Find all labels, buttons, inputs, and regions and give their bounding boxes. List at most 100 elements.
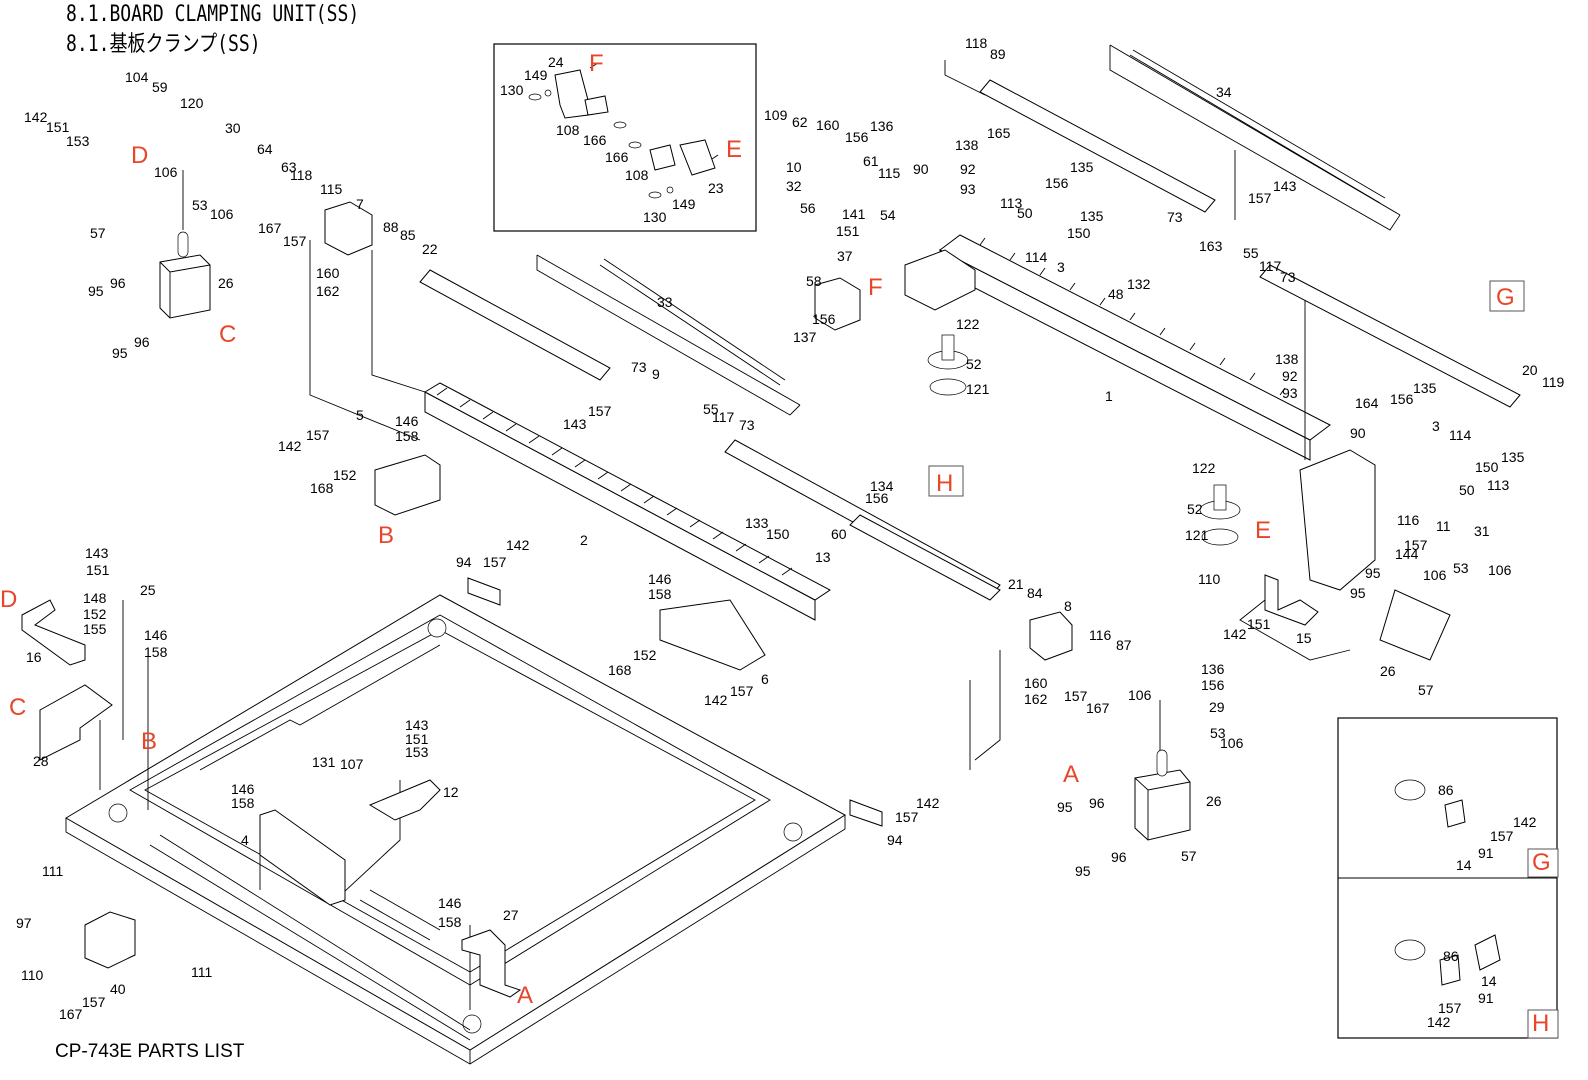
callout: 142 — [24, 109, 48, 125]
callout: 73 — [1280, 269, 1296, 285]
callout: 107 — [340, 756, 364, 772]
callout: 116 — [1397, 512, 1420, 528]
callout: 106 — [1128, 687, 1152, 703]
block-40-valve — [84, 911, 136, 969]
callout: 53 — [1453, 560, 1469, 576]
callout: 110 — [21, 967, 44, 983]
callout: 95 — [1075, 863, 1091, 879]
bracket-4 — [259, 809, 346, 906]
callout: 130 — [643, 209, 667, 225]
callout: 92 — [1282, 368, 1298, 384]
callout: 87 — [1116, 637, 1132, 653]
callout: 138 — [1275, 351, 1299, 367]
callout: 26 — [218, 275, 234, 291]
callout: 14 — [1481, 973, 1497, 989]
callout: 26 — [1380, 663, 1396, 679]
callout: 16 — [26, 649, 42, 665]
callout: 156 — [1201, 677, 1225, 693]
callout: 95 — [88, 283, 104, 299]
ref-letter-b: B — [378, 522, 394, 549]
callout: 142 — [916, 795, 940, 811]
ref-letter-g-inset: G — [1532, 849, 1551, 876]
ref-letter-b-plate: B — [141, 728, 157, 755]
callout: 158 — [395, 428, 419, 444]
callout: 135 — [1080, 208, 1104, 224]
callout: 150 — [766, 526, 790, 542]
callout: 122 — [1192, 460, 1216, 476]
callout: 143 — [85, 545, 109, 561]
callout: 142 — [1513, 814, 1537, 830]
callout: 141 — [842, 206, 866, 222]
block-6-clamp — [659, 599, 766, 671]
callout: 138 — [955, 137, 979, 153]
callout: 116 — [1089, 627, 1112, 643]
callout: 130 — [500, 82, 524, 98]
callout: 27 — [503, 907, 519, 923]
callout: 12 — [443, 784, 459, 800]
ref-letter-e-inset: E — [726, 136, 742, 163]
callout: 31 — [1474, 523, 1490, 539]
callout: 90 — [1350, 425, 1366, 441]
ref-letter-c: C — [219, 321, 236, 348]
callout: 143 — [405, 717, 429, 733]
page-title-japanese: 8.1.基板クランプ(SS) — [66, 32, 261, 57]
callout: 25 — [140, 582, 156, 598]
callout: 63 — [281, 159, 297, 175]
callout: 162 — [316, 283, 340, 299]
callout: 117 — [712, 409, 735, 425]
callout: 157 — [306, 427, 330, 443]
callout: 157 — [483, 554, 507, 570]
callout: 158 — [438, 914, 462, 930]
callout: 146 — [231, 781, 255, 797]
callout: 37 — [837, 248, 853, 264]
callout: 6 — [761, 671, 769, 687]
callout: 104 — [125, 69, 149, 85]
callout: 94 — [887, 832, 903, 848]
callout: 20 — [1522, 362, 1538, 378]
block-7 — [324, 201, 373, 256]
callout: 113 — [1000, 195, 1023, 211]
ref-letter-d: D — [131, 142, 148, 169]
footer-document-label: CP-743E PARTS LIST — [55, 1041, 245, 1062]
callout: 111 — [42, 863, 63, 879]
callout: 53 — [192, 197, 208, 213]
callout: 32 — [786, 178, 802, 194]
callout: 136 — [1201, 661, 1225, 677]
callout: 5 — [356, 407, 364, 423]
callout: 122 — [956, 316, 980, 332]
callout: 156 — [865, 490, 889, 506]
callout: 1 — [1105, 388, 1113, 404]
callout: 57 — [1418, 682, 1434, 698]
callout: 157 — [1438, 1000, 1462, 1016]
callout: 118 — [965, 35, 988, 51]
callout: 165 — [987, 125, 1011, 141]
callout: 106 — [1423, 567, 1447, 583]
callout: 118 — [290, 167, 313, 183]
ref-box-h — [928, 465, 964, 497]
callout: 86 — [1443, 948, 1459, 964]
callout: 52 — [1187, 501, 1203, 517]
callout: 57 — [90, 225, 106, 241]
callout: 135 — [1501, 449, 1525, 465]
callout: 14 — [1456, 857, 1472, 873]
callout: 73 — [1167, 209, 1183, 225]
ref-letter-f-inset: F — [589, 50, 604, 77]
ref-box-h-inset — [1527, 1009, 1559, 1039]
callout: 96 — [110, 275, 126, 291]
callout: 90 — [913, 161, 929, 177]
callout: 84 — [1027, 585, 1043, 601]
callout: 40 — [110, 981, 126, 997]
callout: 167 — [1086, 700, 1110, 716]
callout: 92 — [960, 161, 976, 177]
callout: 55 — [703, 401, 719, 417]
reference-letters: D C F E B H F G E D C B A A G H — [0, 50, 1551, 1037]
callout: 157 — [588, 403, 612, 419]
ref-box-g-inset — [1527, 848, 1559, 878]
callout: 34 — [1216, 84, 1232, 100]
callout: 95 — [1057, 799, 1073, 815]
callout: 64 — [257, 141, 273, 157]
ref-letter-h: H — [936, 470, 953, 497]
callout: 151 — [836, 223, 860, 239]
callout: 113 — [1487, 477, 1510, 493]
callout: 157 — [283, 233, 307, 249]
